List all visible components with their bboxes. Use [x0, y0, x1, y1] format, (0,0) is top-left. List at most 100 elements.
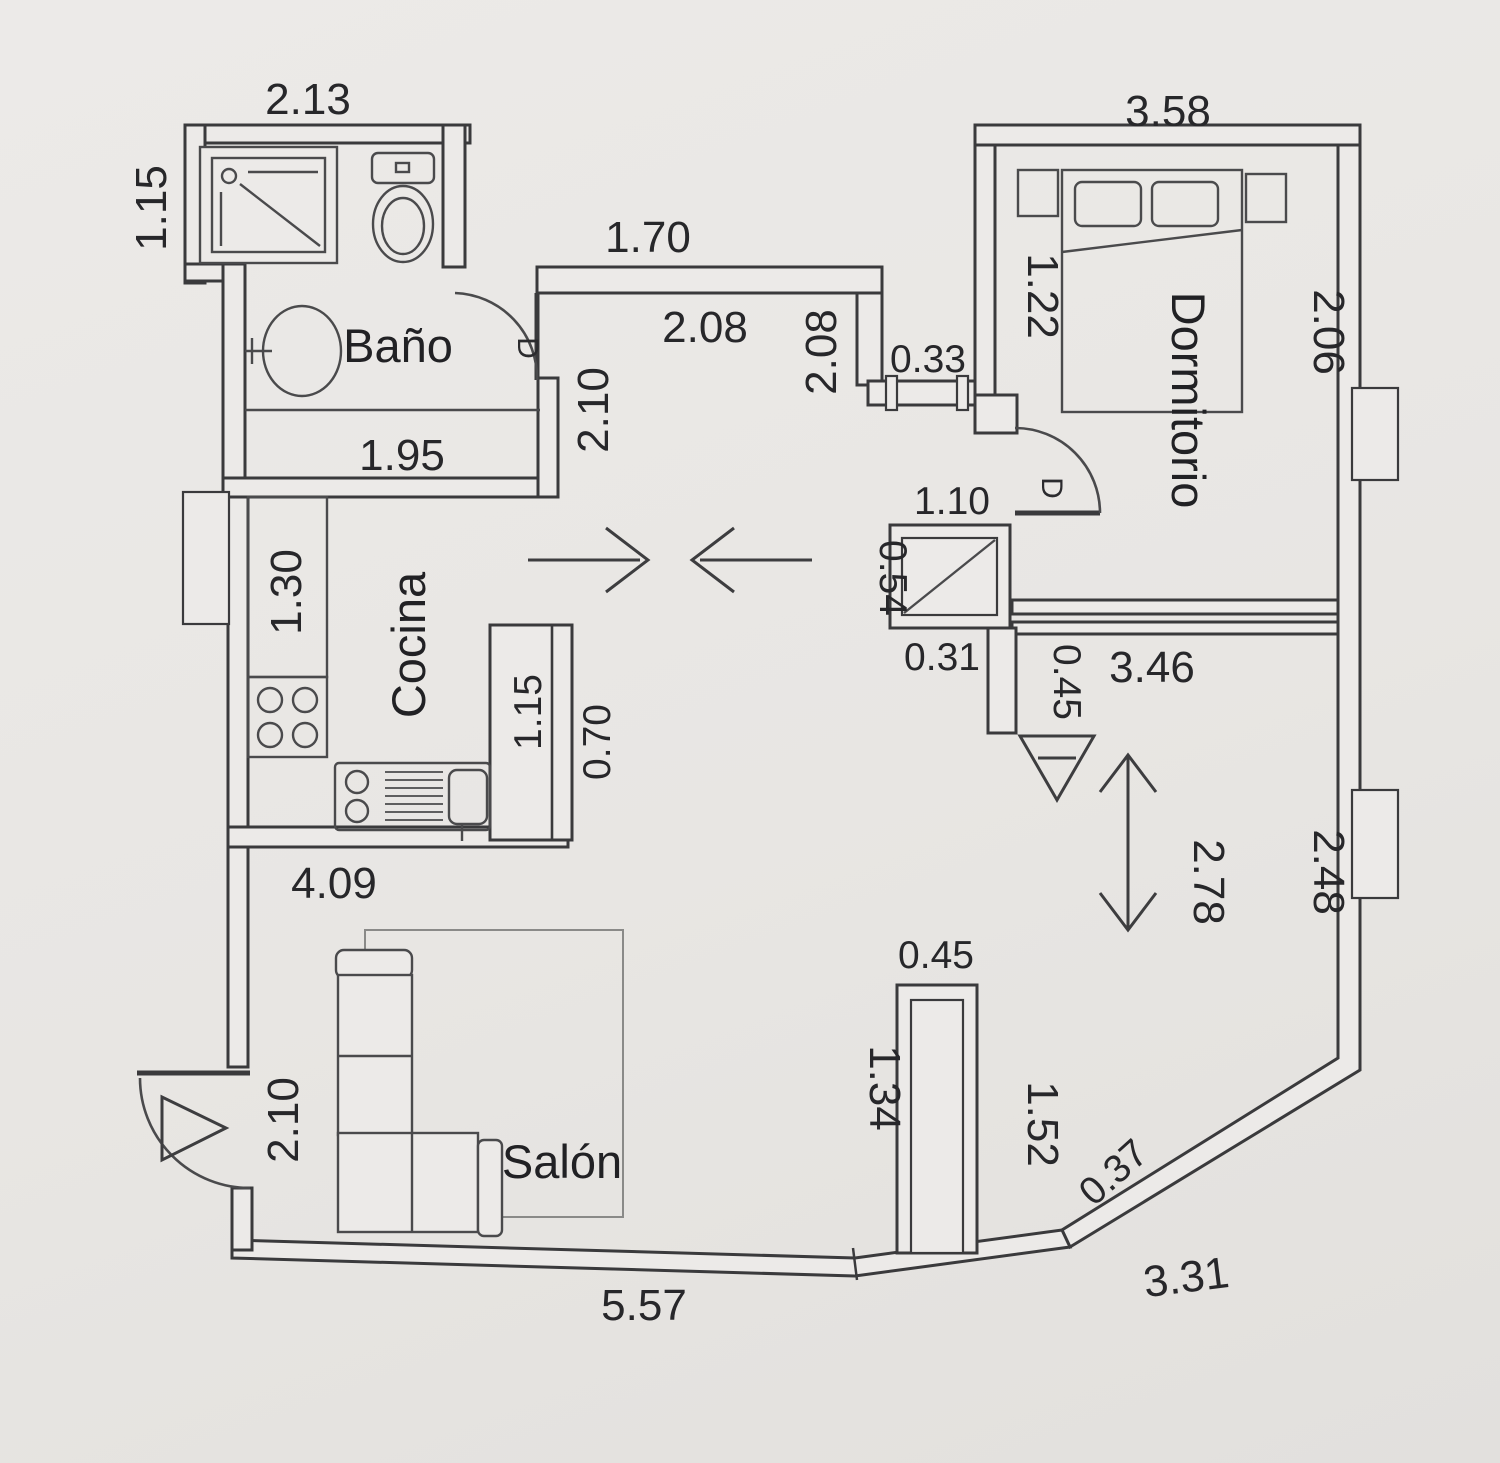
dim-bottom-wall: 5.57: [601, 1281, 687, 1330]
dim-living-height: 2.78: [1184, 839, 1233, 925]
recess-tick-right: [955, 374, 970, 412]
wall-bath-left-lower: [221, 262, 247, 499]
dim-shaft-stub: 0.45: [1045, 644, 1088, 720]
kitchen-peninsula: [488, 623, 574, 842]
dim-kitchen-bottom: 4.09: [291, 859, 377, 908]
dim-peninsula-length: 1.15: [507, 674, 550, 750]
pillow-left: [1073, 180, 1143, 228]
room-label-living: Salón: [502, 1135, 622, 1188]
sofa-seat: [336, 1131, 480, 1234]
nightstand-right: [1244, 172, 1288, 224]
stove: [246, 675, 329, 759]
arrow-left-icon: [689, 526, 812, 594]
shower-tray-inner: [210, 156, 327, 254]
dim-hall-inner-height: 2.08: [797, 309, 846, 395]
dim-bath-top-width: 2.13: [265, 75, 351, 124]
pillow-right: [1150, 180, 1220, 228]
living-room-furniture: [334, 948, 504, 1238]
dim-bottom-right-wall: 3.31: [1141, 1248, 1232, 1307]
shaft-diagonal: [903, 539, 996, 614]
dim-hall-top-width: 1.70: [605, 213, 691, 262]
dim-bedroom-right: 2.06: [1304, 289, 1353, 375]
toilet-tank: [370, 151, 436, 185]
kitchen-fixtures: [246, 495, 492, 841]
bath-sink: [261, 304, 343, 398]
kitchen-window: [181, 490, 231, 626]
wall-bath-right: [441, 123, 467, 269]
dim-bath-inner-width: 1.95: [359, 431, 445, 480]
wall-entrance-stub: [230, 1186, 254, 1252]
shower-diagonal: [239, 183, 321, 247]
stove-burner-1: [256, 686, 284, 714]
room-label-bathroom: Baño: [343, 319, 453, 372]
dim-bath-left-height: 1.15: [127, 165, 176, 251]
right-pillar-upper: [1350, 386, 1400, 482]
wall-bedroom-bottom-a: [1010, 598, 1342, 616]
partition-inner: [909, 998, 965, 1255]
toilet-bowl-inner: [380, 196, 426, 256]
dim-shaft-width: 1.10: [914, 480, 990, 523]
wall-hall-corner: [855, 291, 884, 387]
wall-bath-top: [183, 123, 472, 145]
bedroom-door-arc: [1014, 426, 1102, 514]
annotation-arrows: [528, 526, 1158, 933]
dim-wall-recess: 0.33: [890, 338, 966, 381]
bottom-wall-tick: [851, 1247, 859, 1281]
dim-entrance-wall: 2.10: [259, 1077, 308, 1163]
entrance-door-arc: [138, 1077, 251, 1190]
toilet-button: [394, 161, 411, 174]
wall-bedroom-bottom-b: [1010, 620, 1342, 636]
entrance-direction-triangle-icon: [160, 1094, 230, 1163]
dim-partition-width: 0.45: [898, 934, 974, 977]
door-marker-bedroom: D: [1035, 477, 1068, 499]
wall-bath-bottom: [221, 476, 557, 499]
sink-hob-2: [344, 798, 370, 824]
shower-drain-icon: [220, 167, 238, 185]
bed-fold-line: [1061, 228, 1243, 254]
bathroom-door-arc: [454, 291, 539, 381]
dim-bedroom-left: 1.22: [1018, 253, 1067, 339]
sink-hob-1: [344, 769, 370, 795]
recess-tick-left: [884, 374, 899, 412]
dim-bath-door-wall: 2.10: [569, 367, 618, 453]
dim-partition-left: 1.34: [860, 1045, 909, 1131]
sink-basin: [447, 768, 489, 826]
bathroom-fixtures: [198, 145, 540, 412]
dim-shaft-height: 0.54: [871, 540, 914, 616]
room-label-bedroom: Dormitorio: [1162, 292, 1215, 509]
bed: [1060, 168, 1244, 414]
dim-peninsula-offset: 0.70: [576, 704, 619, 780]
dim-partition-right: 1.52: [1018, 1081, 1067, 1167]
toilet-bowl: [371, 184, 435, 264]
hall-door-triangle-icon: [1017, 734, 1097, 803]
wall-bedroom-door-jamb: [973, 393, 1019, 435]
sink-drainer: [385, 771, 443, 821]
room-labels: Baño Cocina Dormitorio Salón D D: [343, 292, 1215, 1188]
stove-burner-2: [291, 686, 319, 714]
dim-hall-inner-width: 2.08: [662, 303, 748, 352]
dim-bedroom-top-width: 3.58: [1125, 87, 1211, 136]
wall-shaft-stub: [986, 626, 1018, 735]
dim-kitchen-counter: 1.30: [262, 549, 311, 635]
double-arrow-vertical-icon: [1098, 752, 1158, 933]
nightstand-left: [1016, 168, 1060, 218]
arrow-right-icon: [528, 526, 651, 594]
door-marker-bathroom: D: [511, 337, 544, 359]
bedroom-furniture: [1016, 168, 1288, 414]
dimension-labels: 2.13 1.15 1.70 3.58 2.08 2.08 0.33 1.22 …: [127, 75, 1353, 1330]
wall-left-exterior: [226, 495, 250, 1069]
wall-hall-top: [535, 265, 884, 295]
sofa-armrest-right: [476, 1138, 504, 1238]
doors: [137, 291, 1102, 1190]
dim-bedroom-bottom: 3.46: [1109, 643, 1195, 692]
sofa-armrest-top: [334, 948, 414, 980]
wall-hall-left: [536, 376, 560, 499]
sink-unit: [333, 761, 492, 832]
stove-burner-3: [256, 721, 284, 749]
wall-bedroom-left: [973, 143, 997, 399]
dim-shaft-offset: 0.31: [904, 636, 980, 679]
dim-right-wall: 2.48: [1304, 829, 1353, 915]
room-label-kitchen: Cocina: [382, 571, 435, 718]
stove-burner-4: [291, 721, 319, 749]
